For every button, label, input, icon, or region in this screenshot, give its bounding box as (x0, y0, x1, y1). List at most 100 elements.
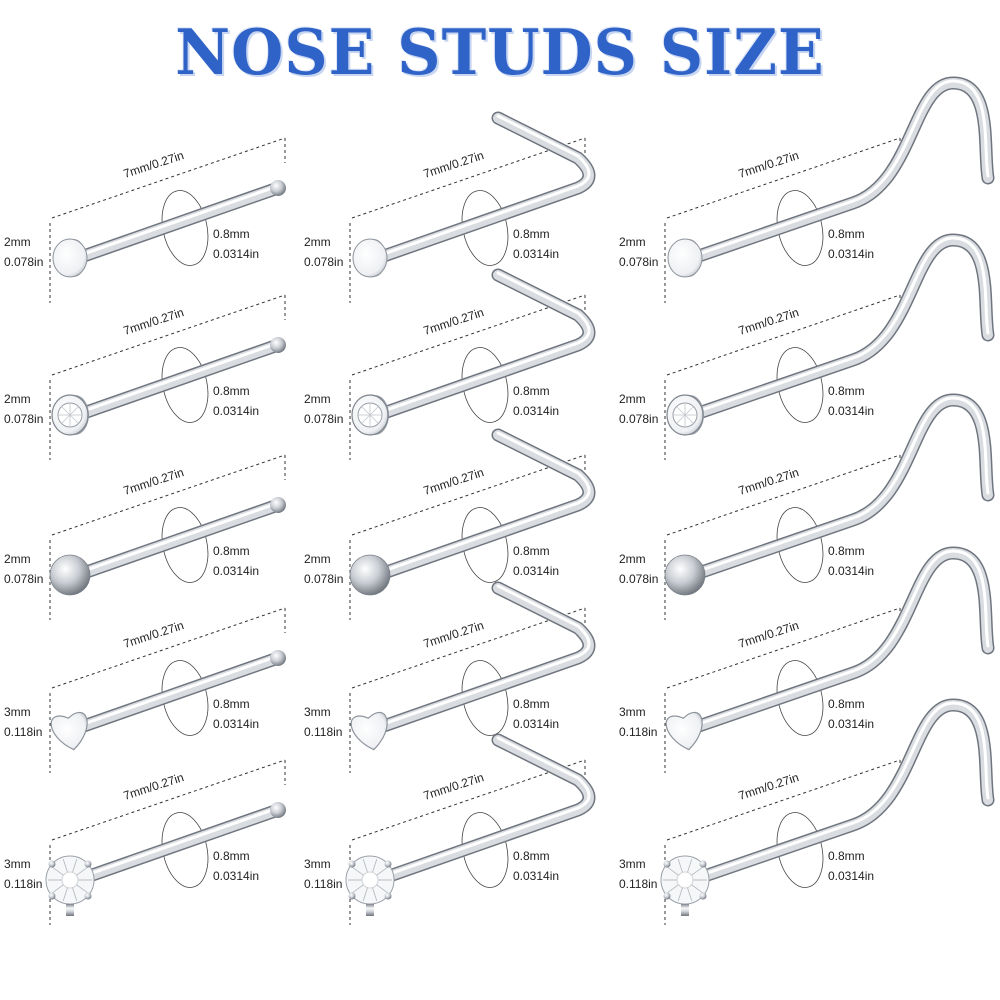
stud-item: 3mm 0.118in 7mm/0.27in 0.8mm 0.0314in (619, 698, 995, 925)
crystal-prong (48, 892, 56, 900)
stud-shaft (73, 805, 283, 885)
gauge-in: 0.0314in (828, 247, 874, 261)
head-size-mm: 2mm (619, 552, 646, 566)
crystal-prong (348, 860, 356, 868)
head-size-in: 0.118in (619, 877, 657, 891)
stud-item: 2mm 0.078in 7mm/0.27in 0.8mm 0.0314in (304, 428, 596, 620)
stud-shaft-highlight (76, 806, 280, 880)
gauge-in: 0.0314in (828, 404, 874, 418)
stud-head-ball (664, 554, 706, 596)
stud-end-ball (270, 180, 286, 196)
gauge-in: 0.0314in (513, 247, 559, 261)
gauge-in: 0.0314in (513, 564, 559, 578)
head-size-in: 0.078in (4, 412, 43, 426)
crystal-facet (676, 406, 686, 416)
head-size-in: 0.078in (4, 255, 43, 269)
crystal-prong (663, 892, 671, 900)
stud-shaft-highlight (691, 701, 990, 880)
head-size-mm: 3mm (304, 705, 331, 719)
gauge-mm: 0.8mm (828, 849, 865, 863)
crystal-prong (384, 892, 392, 900)
stud-head-heart (350, 711, 388, 751)
crystal-prong (699, 860, 707, 868)
gauge-mm: 0.8mm (213, 227, 250, 241)
length-label: 7mm/0.27in (737, 618, 801, 651)
stud-shaft-shadow (371, 268, 596, 422)
length-label: 7mm/0.27in (422, 305, 486, 338)
gauge-mm: 0.8mm (513, 544, 550, 558)
stud-end-ball (270, 337, 286, 353)
stud-item: 2mm 0.078in 7mm/0.27in 0.8mm 0.0314in (4, 294, 286, 460)
head-size-mm: 2mm (304, 552, 331, 566)
crystal-prong (84, 860, 92, 868)
crystal-table (361, 871, 379, 889)
length-label: 7mm/0.27in (737, 770, 801, 803)
length-guide (666, 454, 901, 536)
stud-column-straight: 2mm 0.078in 7mm/0.27in 0.8mm 0.0314in 2mm 0.07… (4, 137, 286, 925)
length-label: 7mm/0.27in (122, 305, 186, 338)
stud-shaft-shadow (371, 733, 596, 887)
length-label: 7mm/0.27in (737, 465, 801, 498)
crystal-facet (684, 414, 694, 424)
head-size-in: 0.118in (4, 877, 42, 891)
crystal-facet (684, 406, 694, 416)
head-size-mm: 3mm (304, 857, 331, 871)
crystal-prong (384, 860, 392, 868)
stud-shaft-highlight (376, 431, 591, 575)
stud-shaft (373, 735, 594, 885)
length-guide (351, 454, 586, 536)
head-size-mm: 2mm (304, 235, 331, 249)
stud-shaft-shadow (371, 428, 596, 582)
crystal-facet (361, 406, 371, 416)
head-size-mm: 3mm (4, 857, 31, 871)
stud-shaft-highlight (691, 79, 990, 258)
prong-base (681, 904, 689, 916)
gauge-mm: 0.8mm (513, 697, 550, 711)
stud-end-ball (270, 802, 286, 818)
head-size-in: 0.078in (304, 572, 343, 586)
stud-shaft (73, 500, 283, 580)
stud-end-ball (270, 497, 286, 513)
head-size-mm: 2mm (619, 235, 646, 249)
stud-head-ball (49, 554, 91, 596)
crystal-prong (663, 860, 671, 868)
stud-head-heart (665, 711, 703, 751)
length-label: 7mm/0.27in (737, 305, 801, 338)
gauge-mm: 0.8mm (213, 544, 250, 558)
gauge-in: 0.0314in (213, 404, 259, 418)
length-label: 7mm/0.27in (737, 148, 801, 181)
head-size-in: 0.078in (4, 572, 43, 586)
gauge-mm: 0.8mm (213, 849, 250, 863)
length-guide (51, 454, 286, 536)
stud-column-l-shape: 2mm0.078in7mm/0.27in0.8mm0.0314in2mm0.07… (304, 111, 596, 925)
gauge-mm: 0.8mm (213, 384, 250, 398)
head-size-mm: 2mm (304, 392, 331, 406)
head-size-in: 0.118in (304, 877, 342, 891)
stud-head-flat-disc (352, 238, 388, 278)
length-label: 7mm/0.27in (422, 465, 486, 498)
length-label: 7mm/0.27in (422, 618, 486, 651)
head-size-mm: 2mm (619, 392, 646, 406)
stud-shaft (373, 270, 594, 420)
crystal-facet (61, 406, 71, 416)
head-size-mm: 3mm (619, 857, 646, 871)
length-guide (666, 759, 901, 841)
crystal-table (61, 871, 79, 889)
gauge-in: 0.0314in (828, 869, 874, 883)
gauge-in: 0.0314in (513, 404, 559, 418)
head-size-mm: 2mm (4, 392, 31, 406)
head-size-mm: 2mm (4, 552, 31, 566)
length-guide (666, 294, 901, 376)
stud-shaft-highlight (76, 184, 280, 258)
head-size-in: 0.078in (619, 412, 658, 426)
gauge-mm: 0.8mm (828, 544, 865, 558)
stud-shaft-highlight (691, 236, 990, 415)
stud-shaft-highlight (691, 396, 990, 575)
head-size-mm: 3mm (4, 705, 31, 719)
prong-base (366, 904, 374, 916)
